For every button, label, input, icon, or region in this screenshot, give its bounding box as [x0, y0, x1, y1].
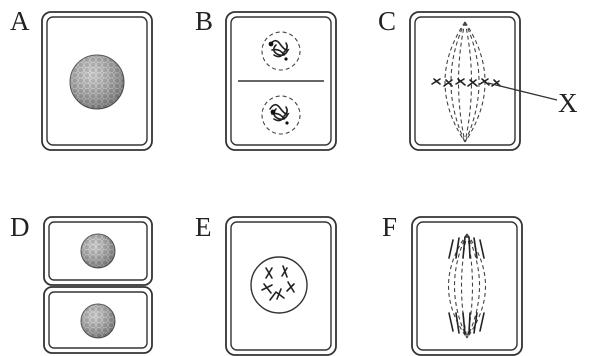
- nucleus: [70, 55, 124, 109]
- x-pointer-line: [488, 83, 557, 100]
- cell-wall-outer: [410, 12, 520, 150]
- daughter-cell-top: [44, 217, 152, 285]
- panel-b: B: [195, 6, 336, 150]
- cell-membrane: [417, 222, 517, 350]
- panel-a: A: [10, 6, 152, 150]
- metaphase-plate-chromosomes: [432, 79, 500, 86]
- panel-d: D: [10, 212, 152, 353]
- panel-a-label: A: [10, 6, 30, 36]
- cell-wall-outer: [226, 217, 336, 355]
- prophase-nucleus: [251, 257, 307, 313]
- cell-membrane: [415, 17, 515, 145]
- x-pointer-label: X: [558, 88, 578, 118]
- panel-e-label: E: [195, 212, 212, 242]
- cell-wall-outer: [412, 217, 522, 355]
- panel-f: F: [382, 212, 522, 355]
- panel-c-label: C: [378, 6, 396, 36]
- panel-c: C X: [378, 6, 578, 150]
- spindle-fibers: [445, 22, 485, 142]
- spindle-fibers: [449, 234, 486, 338]
- cell-membrane: [231, 222, 331, 350]
- daughter-nucleus-top: [262, 32, 300, 70]
- daughter-nucleus-bottom: [262, 96, 300, 134]
- daughter-cell-bottom: [44, 287, 152, 353]
- panel-f-label: F: [382, 212, 397, 242]
- panel-b-label: B: [195, 6, 213, 36]
- panel-e: E: [195, 212, 336, 355]
- panel-d-label: D: [10, 212, 30, 242]
